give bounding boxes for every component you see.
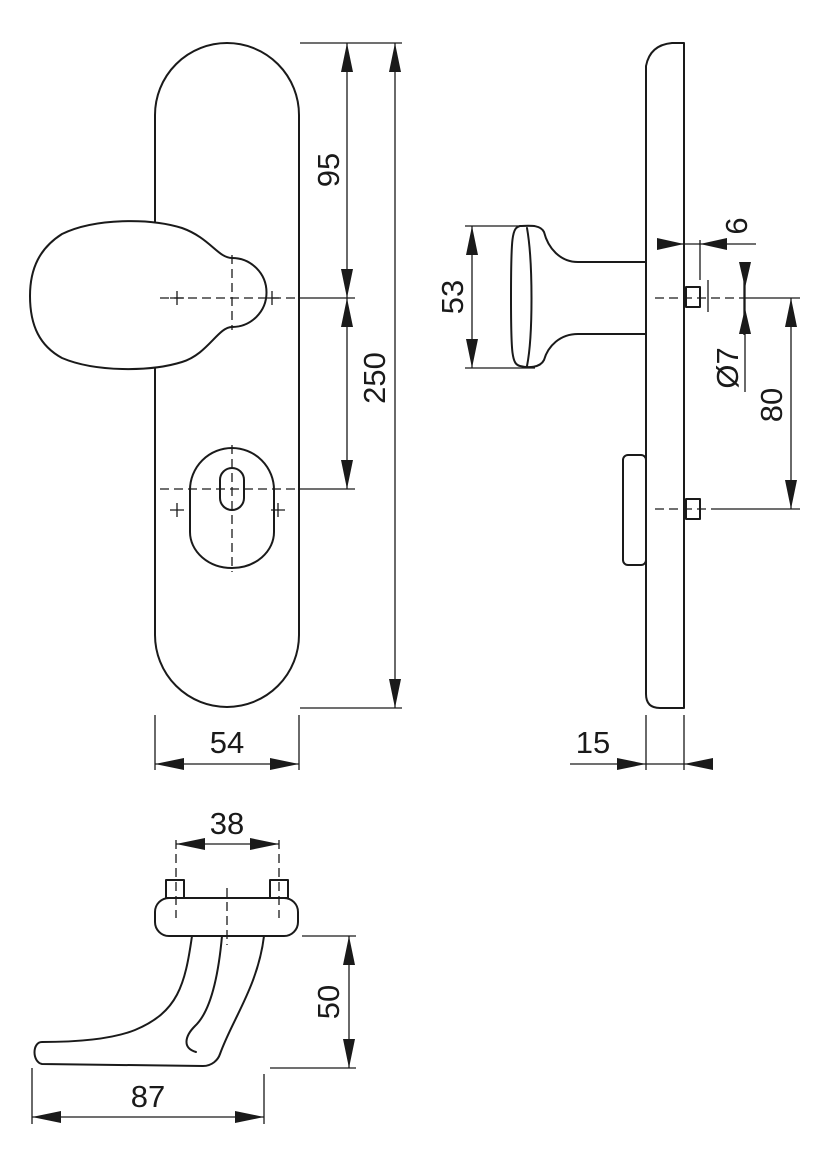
dim-6-label: 6 <box>719 217 754 234</box>
lever-handle-inner-line <box>185 935 223 1053</box>
dim-diameter-label: Ø7 <box>710 347 745 388</box>
side-knob-profile <box>510 224 647 369</box>
lever-handle-outline <box>33 935 265 1067</box>
dim-15-label: 15 <box>576 725 610 760</box>
side-plate-outline <box>645 42 685 709</box>
dim-80-label: 80 <box>754 388 789 422</box>
front-plate-outline <box>154 42 300 708</box>
dim-95-label: 95 <box>311 153 346 187</box>
side-view: 53 6 Ø7 80 15 <box>435 42 800 770</box>
lever-view: 38 50 87 <box>31 806 356 1124</box>
front-cylinder-screw-left <box>170 503 184 517</box>
side-upper-pin <box>685 286 701 308</box>
dim-87-label: 87 <box>131 1079 165 1114</box>
side-knob-edge <box>526 227 533 367</box>
dim-38-label: 38 <box>210 806 244 841</box>
front-cylinder-screw-right <box>271 503 285 517</box>
front-cylinder-opening <box>189 447 275 569</box>
dim-53-label: 53 <box>435 280 470 314</box>
dim-250-label: 250 <box>357 352 392 404</box>
lever-pin-left <box>165 879 185 899</box>
front-rose-hidden-line <box>231 257 268 328</box>
dim-54-label: 54 <box>210 725 244 760</box>
side-cylinder-block <box>622 454 647 566</box>
front-knob-screw-left <box>170 291 184 305</box>
dim-50-label: 50 <box>311 985 346 1019</box>
front-knob-screw-right <box>265 291 279 305</box>
front-view: 95 250 54 <box>29 42 402 770</box>
